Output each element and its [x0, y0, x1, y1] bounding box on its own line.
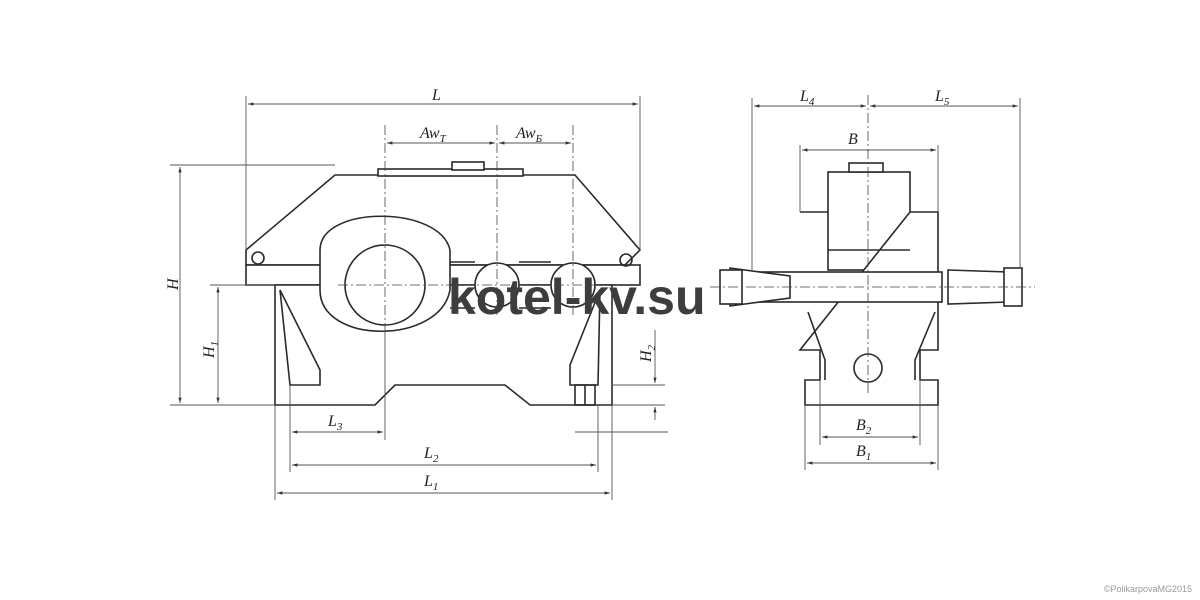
front-dimensions: [170, 96, 668, 500]
label-L5: L5: [934, 88, 950, 108]
left-rib: [279, 289, 321, 386]
label-H: H: [165, 277, 182, 291]
label-H1: H1: [201, 341, 221, 359]
label-B1: B1: [856, 443, 871, 463]
label-B2: B2: [856, 417, 872, 437]
watermark-text: kotel-kv.su: [448, 269, 706, 325]
copyright-text: ©PolikarpovaMG2015: [1103, 584, 1192, 594]
breather-cap: [451, 161, 485, 171]
dimension-labels: L AwT AwБ H H1 H2 L3 L2 L1 L4 L5 B B2 B1: [165, 87, 950, 493]
right-lug: [619, 253, 633, 267]
side-dimensions: [751, 98, 1021, 470]
label-L3: L3: [327, 413, 343, 433]
label-L: L: [431, 87, 441, 104]
label-L2: L2: [423, 445, 439, 465]
side-centerlines: [710, 95, 1035, 395]
label-H2: H2: [638, 344, 658, 363]
side-view: [719, 162, 1023, 406]
label-L4: L4: [799, 88, 815, 108]
left-lug: [251, 251, 265, 265]
label-AwT: AwT: [419, 125, 447, 145]
label-AwB: AwБ: [515, 125, 543, 145]
label-L1: L1: [423, 473, 438, 493]
label-B: B: [848, 131, 858, 148]
inspection-hatch: [377, 168, 524, 177]
side-cap: [848, 162, 884, 173]
right-rib: [569, 289, 601, 386]
front-centerlines: [338, 125, 600, 330]
